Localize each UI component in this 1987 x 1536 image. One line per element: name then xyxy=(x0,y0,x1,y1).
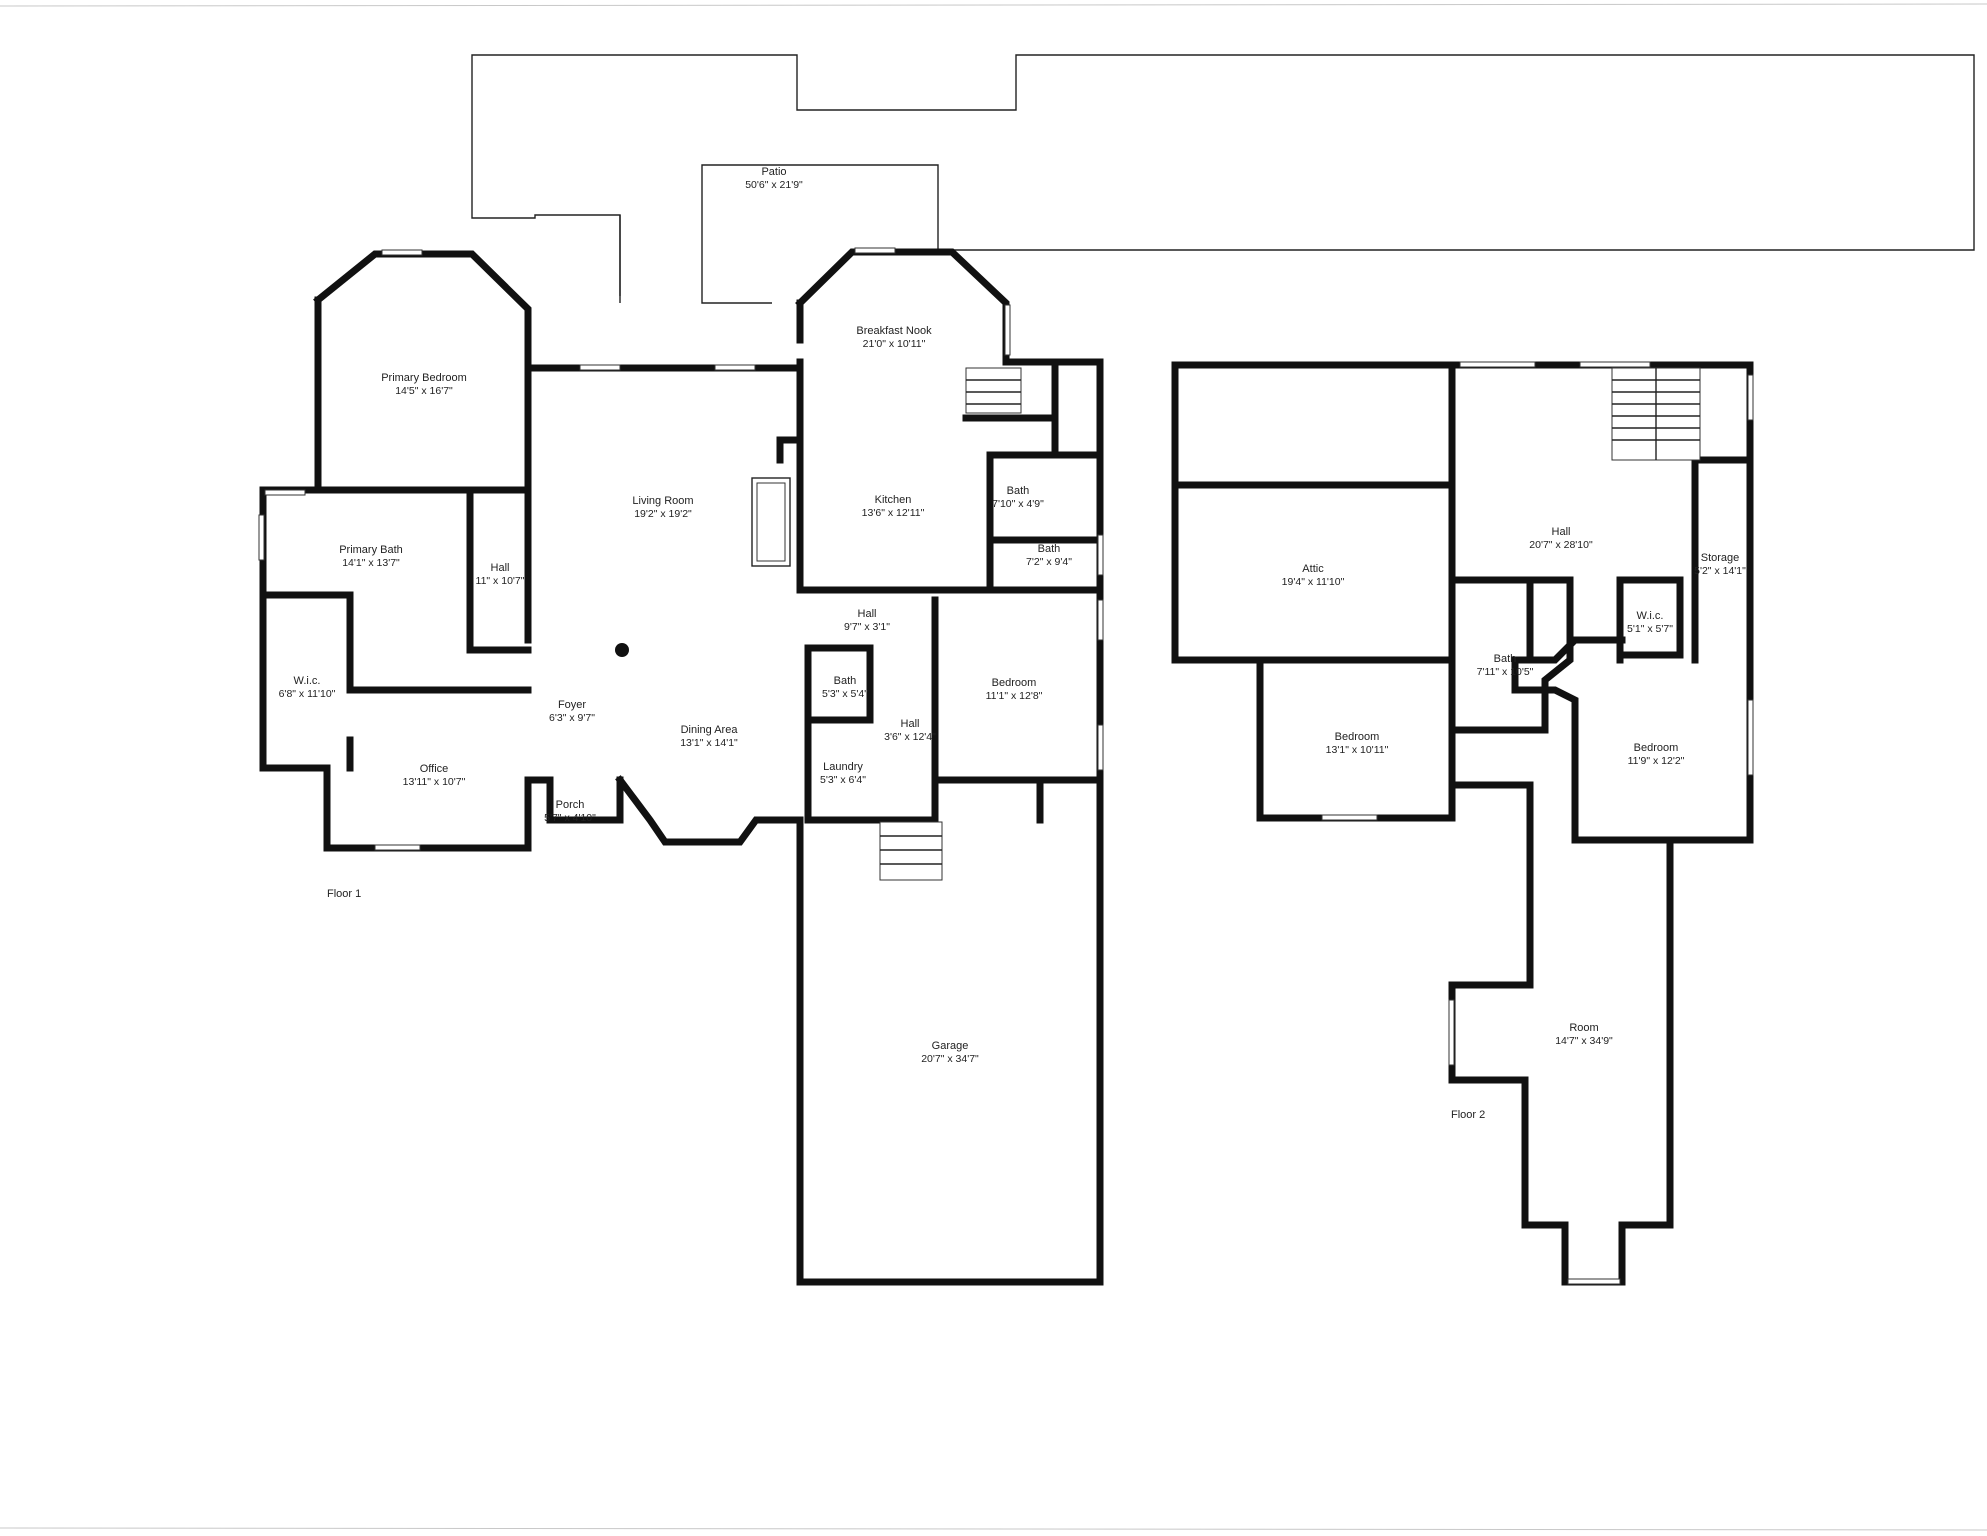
room-dims: 3'6" x 12'4" xyxy=(884,731,936,743)
room-dims: 13'1" x 10'11" xyxy=(1326,744,1389,756)
room-name: Living Room xyxy=(632,495,693,507)
room-label-storage: Storage 5'2" x 14'1" xyxy=(1694,552,1746,577)
room-label-living-room: Living Room 19'2" x 19'2" xyxy=(632,495,693,520)
room-dims: 5'7" x 4'10" xyxy=(544,812,596,824)
floor-2-room-labels: Attic 19'4" x 11'10" Hall 20'7" x 28'10"… xyxy=(1282,526,1746,1121)
room-label-wic: W.i.c. 6'8" x 11'10" xyxy=(279,675,336,700)
room-label-bedroom-f2-left: Bedroom 13'1" x 10'11" xyxy=(1326,731,1389,756)
room-name: Laundry xyxy=(823,761,863,773)
room-name: W.i.c. xyxy=(294,675,321,687)
room-label-hall-south: Hall 3'6" x 12'4" xyxy=(884,718,936,743)
room-name: Bath xyxy=(834,675,857,687)
room-name: W.i.c. xyxy=(1637,610,1664,622)
room-name: Office xyxy=(420,763,449,775)
room-label-kitchen: Kitchen 13'6" x 12'11" xyxy=(862,494,925,519)
room-name: Bath xyxy=(1494,653,1517,665)
room-label-garage: Garage 20'7" x 34'7" xyxy=(921,1040,979,1065)
floor-2-windows xyxy=(1321,361,1754,1285)
room-dims: 13'6" x 12'11" xyxy=(862,507,925,519)
room-dims: 5'3" x 5'4" xyxy=(822,688,868,700)
floor-label: Floor 1 xyxy=(327,888,361,900)
floor-label: Floor 2 xyxy=(1451,1109,1485,1121)
room-label-bath-f2: Bath 7'11" x 10'5" xyxy=(1477,653,1534,678)
room-label-hall-f2: Hall 20'7" x 28'10" xyxy=(1529,526,1593,551)
room-name: Bath xyxy=(1038,543,1061,555)
room-label-bath-right: Bath 7'2" x 9'4" xyxy=(1026,543,1072,568)
room-dims: 11'9" x 12'2" xyxy=(1628,755,1685,767)
floor-2-walls xyxy=(1171,361,1754,1286)
room-label-hall-center: Hall 9'7" x 3'1" xyxy=(844,608,890,633)
room-name: Primary Bedroom xyxy=(381,372,467,384)
room-dims: 6'8" x 11'10" xyxy=(279,688,336,700)
room-name: Foyer xyxy=(558,699,586,711)
room-name: Dining Area xyxy=(681,724,739,736)
room-dims: 7'11" x 10'5" xyxy=(1477,666,1534,678)
room-name: Storage xyxy=(1701,552,1740,564)
room-dims: 14'1" x 13'7" xyxy=(342,557,400,569)
room-dims: 20'7" x 34'7" xyxy=(921,1053,979,1065)
room-label-bedroom-f1: Bedroom 11'1" x 12'8" xyxy=(986,677,1043,702)
floor-1-walls xyxy=(259,54,1975,1286)
room-label-bedroom-f2-right: Bedroom 11'9" x 12'2" xyxy=(1628,742,1685,767)
room-label-room: Room 14'7" x 34'9" xyxy=(1555,1022,1613,1047)
room-label-bath-small: Bath 7'10" x 4'9" xyxy=(992,485,1044,510)
room-name: Room xyxy=(1569,1022,1598,1034)
room-dims: 11" x 10'7" xyxy=(476,575,525,587)
room-dims: 21'0" x 10'11" xyxy=(863,338,926,350)
room-dims: 19'2" x 19'2" xyxy=(634,508,692,520)
room-label-dining-area: Dining Area 13'1" x 14'1" xyxy=(680,724,738,749)
room-name: Kitchen xyxy=(875,494,912,506)
room-label-attic: Attic 19'4" x 11'10" xyxy=(1282,563,1345,588)
room-name: Hall xyxy=(858,608,877,620)
room-dims: 7'2" x 9'4" xyxy=(1026,556,1072,568)
room-name: Bedroom xyxy=(1634,742,1679,754)
room-label-breakfast-nook: Breakfast Nook 21'0" x 10'11" xyxy=(856,325,932,350)
room-name: Garage xyxy=(932,1040,969,1052)
room-dims: 14'7" x 34'9" xyxy=(1555,1035,1613,1047)
room-dims: 13'11" x 10'7" xyxy=(403,776,466,788)
room-dims: 5'2" x 14'1" xyxy=(1694,565,1746,577)
room-name: Patio xyxy=(761,166,786,178)
room-name: Bedroom xyxy=(992,677,1037,689)
room-dims: 50'6" x 21'9" xyxy=(745,179,803,191)
room-name: Hall xyxy=(901,718,920,730)
room-label-laundry: Laundry 5'3" x 6'4" xyxy=(820,761,866,786)
room-name: Porch xyxy=(556,799,585,811)
room-label-bath-center: Bath 5'3" x 5'4" xyxy=(822,675,868,700)
room-dims: 7'10" x 4'9" xyxy=(992,498,1044,510)
floor-1-room-labels: Patio 50'6" x 21'9" Primary Bedroom 14'5… xyxy=(279,166,1073,1065)
room-label-primary-bedroom: Primary Bedroom 14'5" x 16'7" xyxy=(381,372,467,397)
room-dims: 19'4" x 11'10" xyxy=(1282,576,1345,588)
room-dims: 5'3" x 6'4" xyxy=(820,774,866,786)
room-name: Bath xyxy=(1007,485,1030,497)
room-name: Bedroom xyxy=(1335,731,1380,743)
floor-1-stairs xyxy=(879,367,1022,881)
room-name: Hall xyxy=(1552,526,1571,538)
room-label-hall-west: Hall 11" x 10'7" xyxy=(476,562,525,587)
room-label-foyer: Foyer 6'3" x 9'7" xyxy=(549,699,595,724)
room-dims: 14'5" x 16'7" xyxy=(395,385,453,397)
room-dims: 5'1" x 5'7" xyxy=(1627,623,1673,635)
room-label-wic-f2: W.i.c. 5'1" x 5'7" xyxy=(1627,610,1673,635)
room-dims: 9'7" x 3'1" xyxy=(844,621,890,633)
room-dims: 11'1" x 12'8" xyxy=(986,690,1043,702)
room-label-patio: Patio 50'6" x 21'9" xyxy=(745,166,803,191)
room-name: Hall xyxy=(491,562,510,574)
scan-artifacts xyxy=(0,3,1987,1531)
floor-1-windows xyxy=(258,247,1104,851)
room-label-porch: Porch 5'7" x 4'10" xyxy=(544,799,596,824)
floor-2-stairs xyxy=(1611,367,1701,461)
room-label-primary-bath: Primary Bath 14'1" x 13'7" xyxy=(339,544,403,569)
room-name: Breakfast Nook xyxy=(856,325,932,337)
room-name: Attic xyxy=(1302,563,1324,575)
room-dims: 6'3" x 9'7" xyxy=(549,712,595,724)
room-name: Primary Bath xyxy=(339,544,403,556)
room-dims: 20'7" x 28'10" xyxy=(1529,539,1593,551)
room-dims: 13'1" x 14'1" xyxy=(680,737,738,749)
room-label-office: Office 13'11" x 10'7" xyxy=(403,763,466,788)
